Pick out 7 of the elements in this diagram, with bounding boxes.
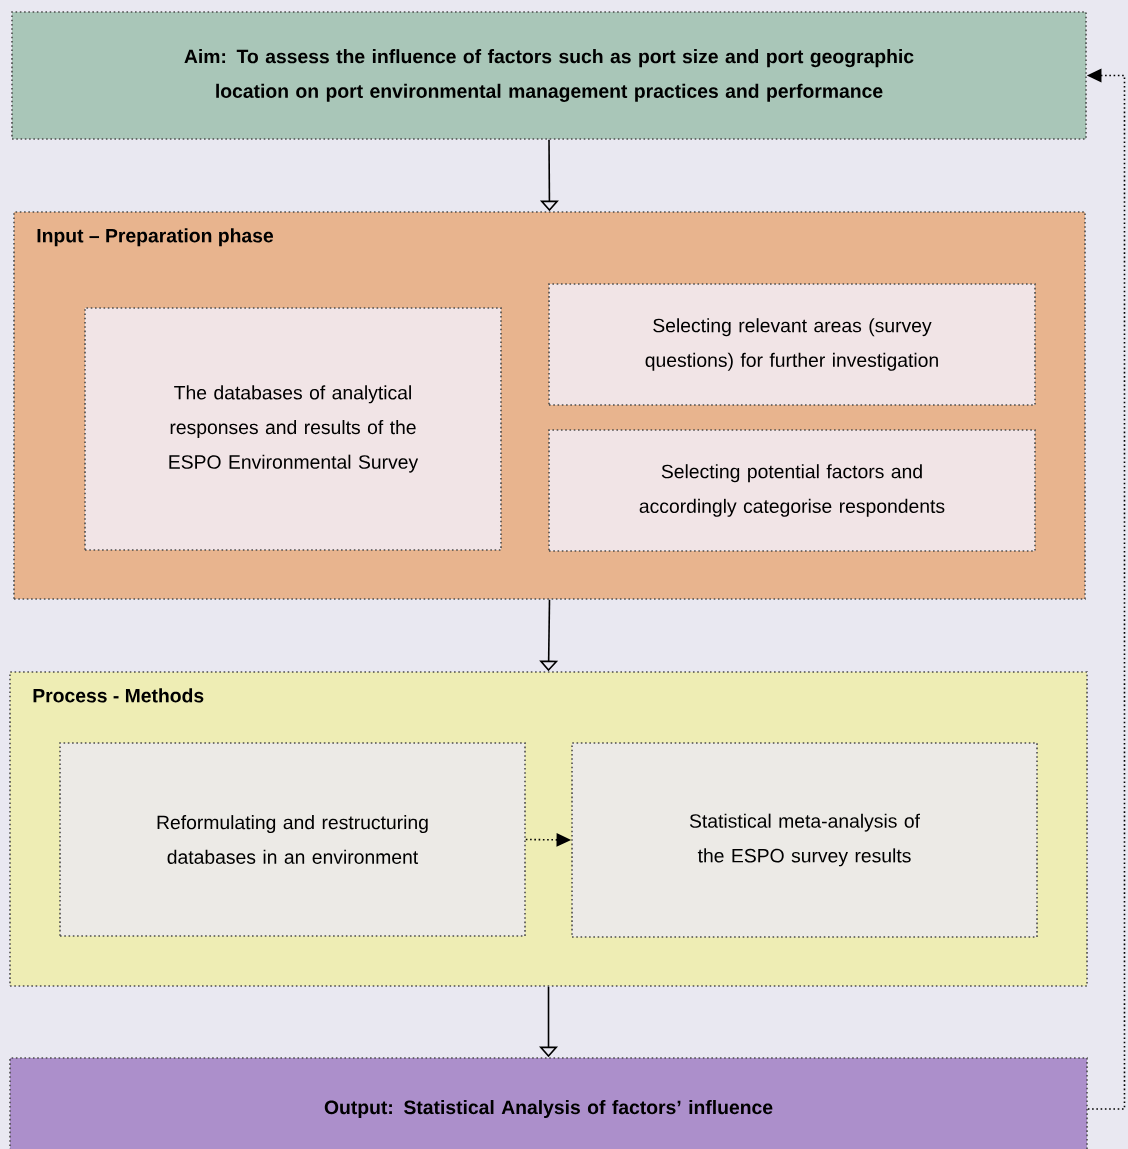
step-box: Selecting potential factors and accordingly categorise respondents <box>548 429 1036 552</box>
step-box: Reformulating and restructuring databases in an environment <box>59 742 526 937</box>
step-box: Statistical meta-analysis of the ESPO survey results <box>571 742 1038 938</box>
aim-box: Aim: To assess the influence of factors such as port size and port geographic location on port environmental management practices and performance <box>11 11 1087 140</box>
step-box: Selecting relevant areas (survey questions) for further investigation <box>548 283 1036 406</box>
step-box: The databases of analytical responses and results of the ESPO Environmental Survey <box>84 307 502 551</box>
output-box: Output: Statistical Analysis of factors’ influence <box>9 1057 1088 1149</box>
